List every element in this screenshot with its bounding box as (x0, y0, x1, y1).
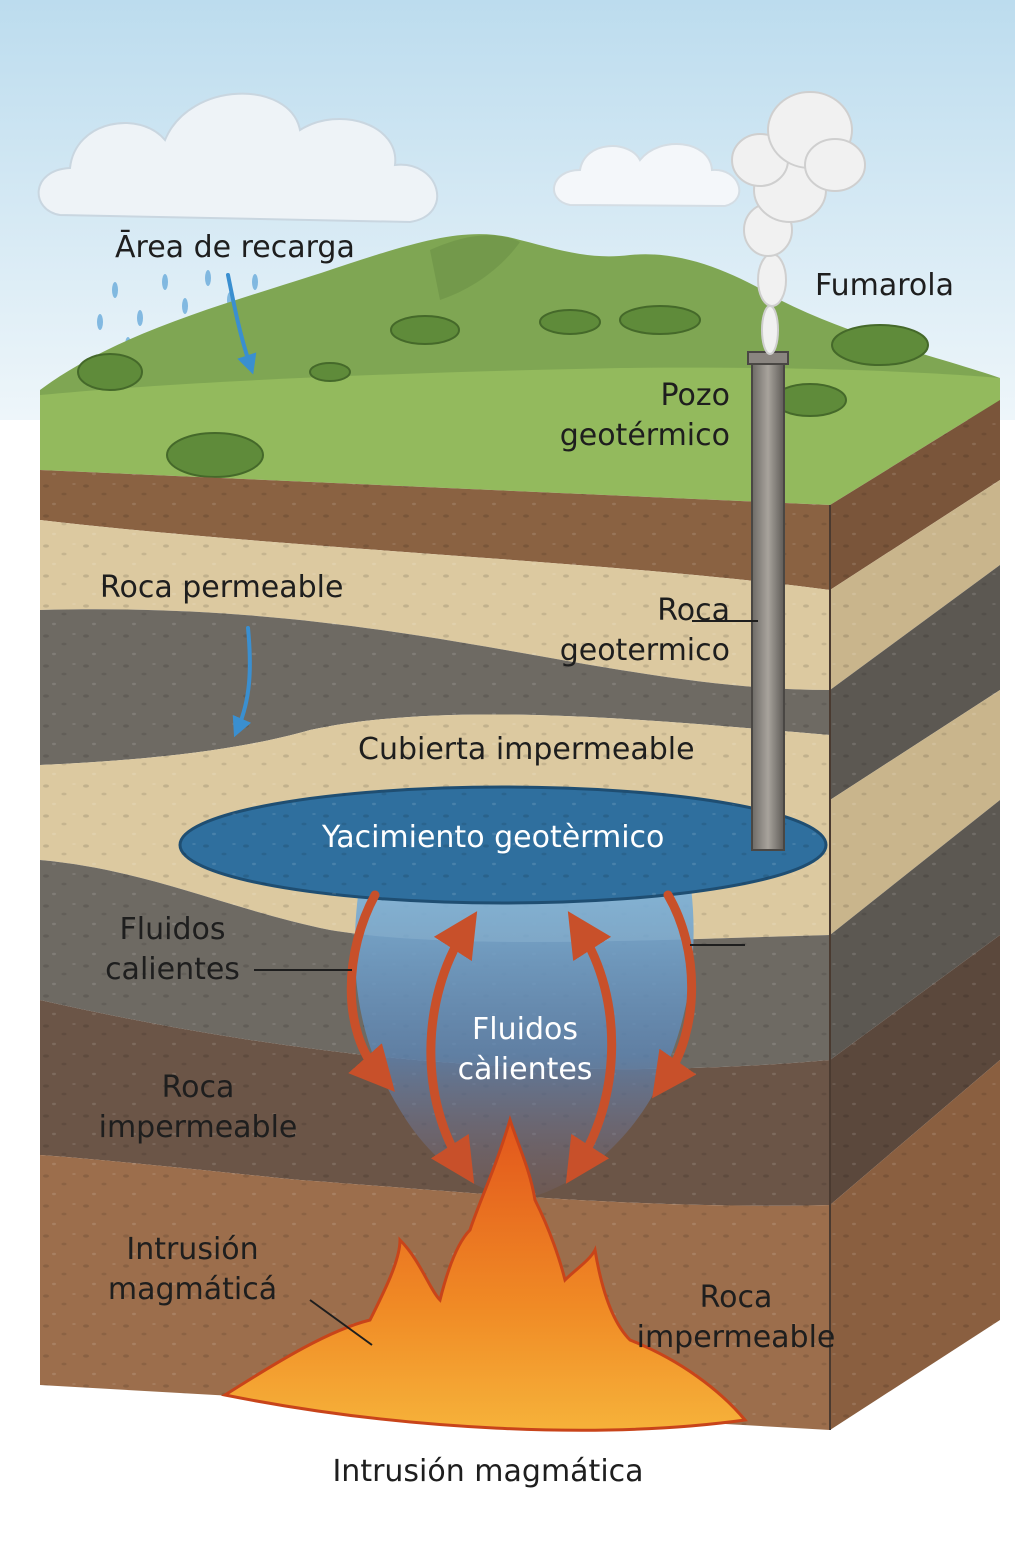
arrow-left-down (346, 890, 395, 1092)
magma-intrusion (221, 1115, 748, 1432)
bushes (77, 305, 929, 478)
arrow-right-up (565, 911, 617, 1184)
impermeable-rock-right-label: Roca impermeable (625, 1278, 847, 1358)
hot-fluids-left-line1: Fluidos (119, 912, 226, 947)
infiltration-arrows (226, 273, 257, 738)
arrow-left-up (426, 911, 478, 1184)
impermeable-rock-right-line1: Roca (699, 1280, 773, 1315)
rain-cloud (37, 92, 439, 224)
well-label: Pozo geotérmico (520, 376, 730, 456)
impermeable-rock-left-line2: impermeable (98, 1110, 298, 1145)
magma-intrusion-left-line2: magmáticá (107, 1272, 278, 1307)
geothermal-well (747, 351, 789, 851)
hill-shadow (430, 235, 520, 300)
magma-intrusion-left-label: Intrusión magmáticá (95, 1230, 290, 1310)
reservoir-texture (180, 787, 826, 903)
well-label-line1: Pozo (660, 378, 730, 413)
reservoir-label: Yacimiento geotèrmico (322, 820, 665, 855)
impermeable-rock-right-line2: impermeable (636, 1320, 836, 1355)
impermeable-rock-left-label: Roca impermeable (88, 1068, 308, 1148)
well-label-line2: geotérmico (559, 418, 730, 453)
impermeable-cover-label: Cubierta impermeable (358, 732, 695, 767)
permeable-rock-label: Roca permeable (100, 570, 344, 605)
hot-fluids-left-line2: calientes (105, 952, 240, 987)
hot-fluids-center-line2: càlientes (457, 1052, 593, 1087)
hot-fluids-left-label: Fluidos calientes (80, 910, 265, 990)
impermeable-rock-left-line1: Roca (161, 1070, 235, 1105)
fumarole-label: Fumarola (815, 268, 954, 303)
hot-fluids-center-label: Fluidos càlientes (440, 1010, 610, 1090)
arrow-right-down (652, 890, 697, 1099)
steam-plume (731, 91, 866, 355)
rock-geothermal-line1: Roca (657, 593, 730, 628)
magma-intrusion-bottom-label: Intrusión magmática (332, 1454, 644, 1489)
circulation-arrows (346, 890, 697, 1184)
leader-lines (254, 620, 758, 1346)
side-layers (829, 400, 1000, 1430)
recharge-area-label: Ārea de recarga (115, 230, 355, 265)
hot-fluids-center-line1: Fluidos (472, 1012, 578, 1047)
rock-geothermal-label: Roca geotermico (520, 591, 730, 671)
rock-geothermal-line2: geotermico (559, 633, 730, 668)
magma-intrusion-left-line1: Intrusión (126, 1232, 259, 1267)
cloud (553, 143, 741, 208)
